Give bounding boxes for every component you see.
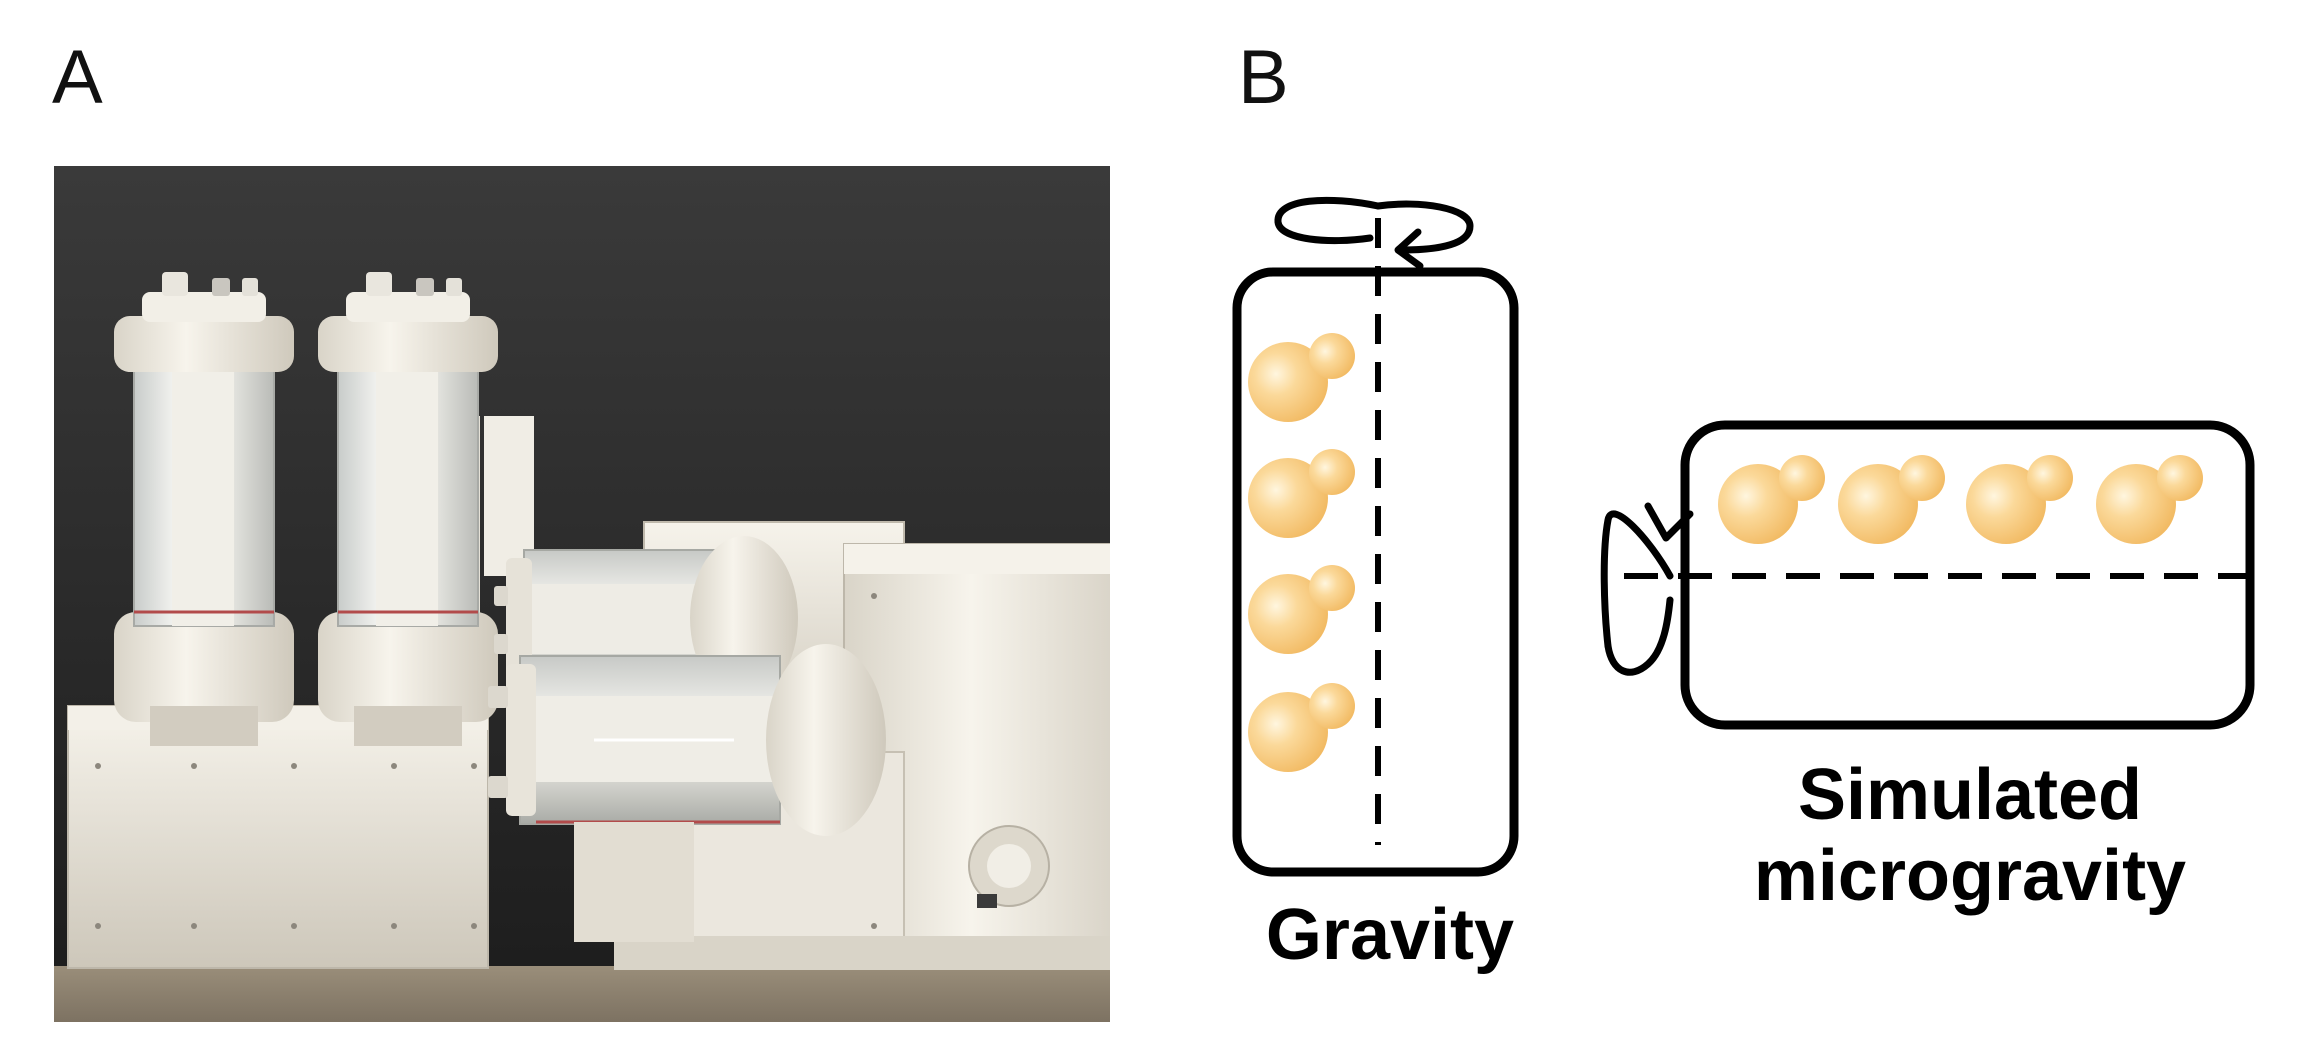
rotation-arrow-icon <box>1274 196 1474 270</box>
caption-simulated-microgravity: Simulated microgravity <box>1660 755 2280 916</box>
vertical-bioreactor-unit <box>67 272 534 969</box>
microgravity-cells <box>1718 455 2203 544</box>
yeast-cell-icon <box>1718 455 1825 544</box>
gravity-cells <box>1248 333 1355 772</box>
caption-simulated-line2: microgravity <box>1753 835 2187 916</box>
yeast-cell-icon <box>2096 455 2203 544</box>
panel-letter-a: A <box>52 35 103 120</box>
panel-letter-b: B <box>1238 35 1289 120</box>
microgravity-vessel <box>1624 420 2255 730</box>
photo-table <box>54 966 1110 1022</box>
rotation-schematic <box>1232 196 2255 877</box>
caption-gravity: Gravity <box>1265 895 1515 975</box>
yeast-cell-icon <box>1248 449 1355 538</box>
caption-simulated-line1: Simulated <box>1797 755 2143 835</box>
yeast-cell-icon <box>1248 333 1355 422</box>
yeast-cell-icon <box>1966 455 2073 544</box>
bioreactor-photo <box>54 166 1110 1022</box>
gravity-vessel <box>1232 218 1519 877</box>
horizontal-bioreactor-unit <box>488 521 1110 970</box>
yeast-cell-icon <box>1838 455 1945 544</box>
yeast-cell-icon <box>1248 565 1355 654</box>
yeast-cell-icon <box>1248 683 1355 772</box>
rotation-arrow-icon <box>1600 502 1694 676</box>
